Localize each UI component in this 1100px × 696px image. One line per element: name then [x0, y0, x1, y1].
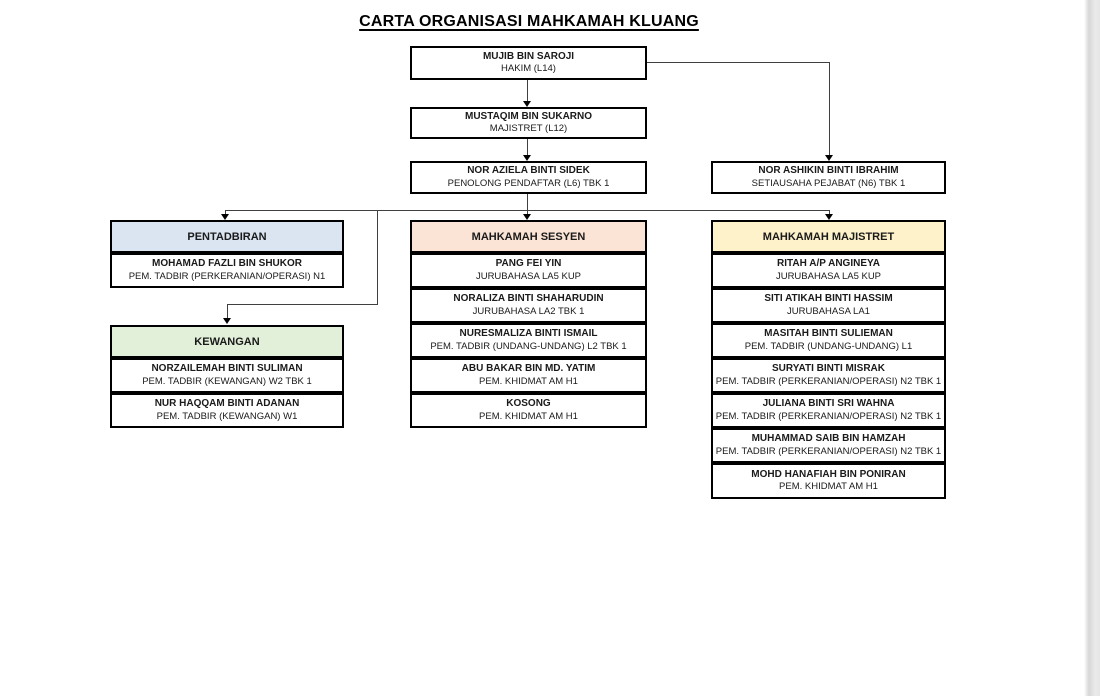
chart-title: CARTA ORGANISASI MAHKAMAH KLUANG — [359, 13, 699, 30]
connector-line — [227, 304, 228, 318]
person-role: PEM. TADBIR (PERKERANIAN/OPERASI) N2 TBK… — [715, 375, 942, 387]
person-role: PEM. TADBIR (KEWANGAN) W2 TBK 1 — [142, 375, 312, 387]
staff-box: SURYATI BINTI MISRAK PEM. TADBIR (PERKER… — [711, 358, 946, 393]
person-name: MASITAH BINTI SULIEMAN — [764, 328, 893, 340]
connector-line — [647, 62, 829, 63]
person-name: MUSTAQIM BIN SUKARNO — [464, 110, 593, 122]
person-role: PEM. TADBIR (PERKERANIAN/OPERASI) N2 TBK… — [715, 410, 942, 422]
person-name: MOHD HANAFIAH BIN PONIRAN — [751, 468, 906, 480]
person-role: JURUBAHASA LA1 — [787, 305, 870, 317]
person-name: NURESMALIZA BINTI ISMAIL — [459, 328, 598, 340]
org-box-setiausaha: NOR ASHIKIN BINTI IBRAHIM SETIAUSAHA PEJ… — [711, 161, 946, 194]
arrowhead — [825, 214, 833, 220]
person-role: PEM. TADBIR (PERKERANIAN/OPERASI) N1 — [128, 270, 326, 282]
section-header-mahkamah-sesyen: MAHKAMAH SESYEN — [410, 220, 647, 253]
connector-line — [225, 210, 226, 214]
section-header-pentadbiran: PENTADBIRAN — [110, 220, 344, 253]
person-role: PEM. KHIDMAT AM H1 — [479, 375, 578, 387]
person-role: PEM. KHIDMAT AM H1 — [479, 410, 578, 422]
staff-box: NUR HAQQAM BINTI ADANAN PEM. TADBIR (KEW… — [110, 393, 344, 428]
person-role: JURUBAHASA LA5 KUP — [775, 270, 882, 282]
person-role: PEM. KHIDMAT AM H1 — [779, 481, 878, 493]
person-role: HAKIM (L14) — [501, 63, 556, 75]
person-name: NOR AZIELA BINTI SIDEK — [467, 165, 590, 177]
person-name: SITI ATIKAH BINTI HASSIM — [764, 293, 893, 305]
person-name: PANG FEI YIN — [495, 258, 562, 270]
staff-box: KOSONG PEM. KHIDMAT AM H1 — [410, 393, 647, 428]
person-role: PEM. TADBIR (KEWANGAN) W1 — [156, 410, 298, 422]
person-name: RITAH A/P ANGINEYA — [777, 258, 880, 270]
staff-box: MOHD HANAFIAH BIN PONIRAN PEM. KHIDMAT A… — [711, 463, 946, 499]
person-role: MAJISTRET (L12) — [489, 123, 568, 135]
arrowhead — [825, 155, 833, 161]
person-name: SURYATI BINTI MISRAK — [772, 363, 885, 375]
person-role: SETIAUSAHA PEJABAT (N6) TBK 1 — [751, 177, 906, 189]
connector-line — [527, 194, 528, 211]
section-header-mahkamah-majistret: MAHKAMAH MAJISTRET — [711, 220, 946, 253]
staff-box: MOHAMAD FAZLI BIN SHUKOR PEM. TADBIR (PE… — [110, 253, 344, 288]
person-name: MUHAMMAD SAIB BIN HAMZAH — [751, 433, 906, 445]
arrowhead — [523, 101, 531, 107]
staff-box: NURESMALIZA BINTI ISMAIL PEM. TADBIR (UN… — [410, 323, 647, 358]
org-box-penolong-pendaftar: NOR AZIELA BINTI SIDEK PENOLONG PENDAFTA… — [410, 161, 647, 194]
staff-box: SITI ATIKAH BINTI HASSIM JURUBAHASA LA1 — [711, 288, 946, 323]
arrowhead — [221, 214, 229, 220]
arrowhead — [523, 155, 531, 161]
connector-line — [527, 139, 528, 155]
staff-box: NORALIZA BINTI SHAHARUDIN JURUBAHASA LA2… — [410, 288, 647, 323]
person-role: PEM. TADBIR (PERKERANIAN/OPERASI) N2 TBK… — [715, 445, 942, 457]
staff-box: ABU BAKAR BIN MD. YATIM PEM. KHIDMAT AM … — [410, 358, 647, 393]
page-edge-shadow — [1084, 0, 1100, 696]
person-name: JULIANA BINTI SRI WAHNA — [762, 398, 895, 410]
connector-line — [377, 210, 378, 304]
person-role: PEM. TADBIR (UNDANG-UNDANG) L1 — [744, 340, 913, 352]
person-name: NORZAILEMAH BINTI SULIMAN — [151, 363, 303, 375]
person-role: JURUBAHASA LA5 KUP — [475, 270, 582, 282]
section-header-kewangan: KEWANGAN — [110, 325, 344, 358]
staff-box: PANG FEI YIN JURUBAHASA LA5 KUP — [410, 253, 647, 288]
person-role: JURUBAHASA LA2 TBK 1 — [472, 305, 585, 317]
arrowhead — [523, 214, 531, 220]
section-title: KEWANGAN — [194, 335, 260, 348]
person-name: NOR ASHIKIN BINTI IBRAHIM — [758, 165, 899, 177]
connector-line — [829, 210, 830, 214]
staff-box: NORZAILEMAH BINTI SULIMAN PEM. TADBIR (K… — [110, 358, 344, 393]
connector-line — [527, 80, 528, 101]
section-title: MAHKAMAH MAJISTRET — [762, 230, 895, 243]
person-role: PENOLONG PENDAFTAR (L6) TBK 1 — [447, 177, 610, 189]
person-name: KOSONG — [506, 398, 551, 410]
staff-box: MUHAMMAD SAIB BIN HAMZAH PEM. TADBIR (PE… — [711, 428, 946, 463]
org-box-hakim: MUJIB BIN SAROJI HAKIM (L14) — [410, 46, 647, 80]
connector-line — [527, 210, 528, 214]
section-title: PENTADBIRAN — [187, 230, 267, 243]
staff-box: RITAH A/P ANGINEYA JURUBAHASA LA5 KUP — [711, 253, 946, 288]
person-name: MOHAMAD FAZLI BIN SHUKOR — [152, 258, 302, 270]
section-title: MAHKAMAH SESYEN — [471, 230, 586, 243]
staff-box: JULIANA BINTI SRI WAHNA PEM. TADBIR (PER… — [711, 393, 946, 428]
person-name: MUJIB BIN SAROJI — [482, 50, 575, 62]
staff-box: MASITAH BINTI SULIEMAN PEM. TADBIR (UNDA… — [711, 323, 946, 358]
person-name: NUR HAQQAM BINTI ADANAN — [154, 398, 300, 410]
person-name: ABU BAKAR BIN MD. YATIM — [461, 363, 596, 375]
arrowhead — [223, 318, 231, 324]
connector-line — [829, 62, 830, 155]
connector-line — [227, 304, 378, 305]
org-box-majistret: MUSTAQIM BIN SUKARNO MAJISTRET (L12) — [410, 107, 647, 139]
person-role: PEM. TADBIR (UNDANG-UNDANG) L2 TBK 1 — [430, 340, 627, 352]
person-name: NORALIZA BINTI SHAHARUDIN — [453, 293, 604, 305]
